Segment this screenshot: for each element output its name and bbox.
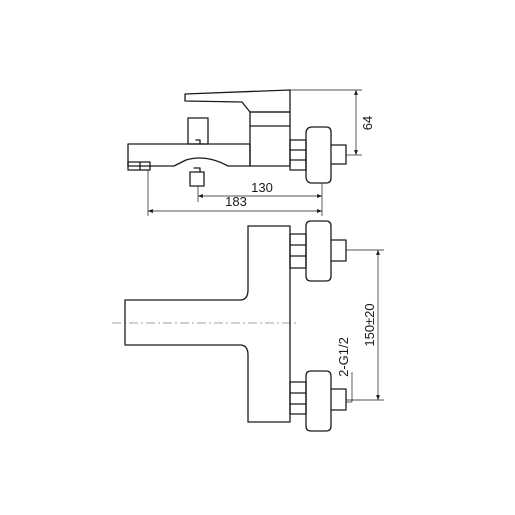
body-front [124, 225, 291, 423]
flange-bottom [305, 370, 332, 432]
lever-handle [184, 89, 291, 113]
hex-nut-bottom [289, 381, 307, 415]
diverter-knob [187, 117, 209, 145]
dimension-183: 183 [147, 170, 323, 216]
inlet-pipe-top [330, 239, 347, 262]
spout-body [127, 143, 251, 167]
side-view [127, 89, 347, 187]
flange-top [305, 220, 332, 282]
flange-side [305, 126, 332, 184]
cartridge-body [249, 111, 291, 167]
hex-nut-top [289, 233, 307, 269]
inlet-pipe-bottom [330, 388, 347, 411]
shower-outlet [189, 171, 205, 187]
thread-callout: 2-G1/2 [336, 337, 353, 403]
dim-label-130: 130 [251, 180, 273, 195]
spout-tip [127, 161, 151, 171]
dimension-130: 130 [197, 180, 323, 202]
hex-nut-side [289, 139, 307, 171]
inlet-pipe-side [330, 144, 347, 165]
dim-label-64: 64 [360, 116, 375, 130]
dim-label-150: 150±20 [362, 303, 377, 346]
dimension-64: 64 [290, 89, 375, 156]
front-view [112, 220, 347, 432]
thread-label: 2-G1/2 [336, 337, 351, 377]
dim-label-183: 183 [225, 194, 247, 209]
